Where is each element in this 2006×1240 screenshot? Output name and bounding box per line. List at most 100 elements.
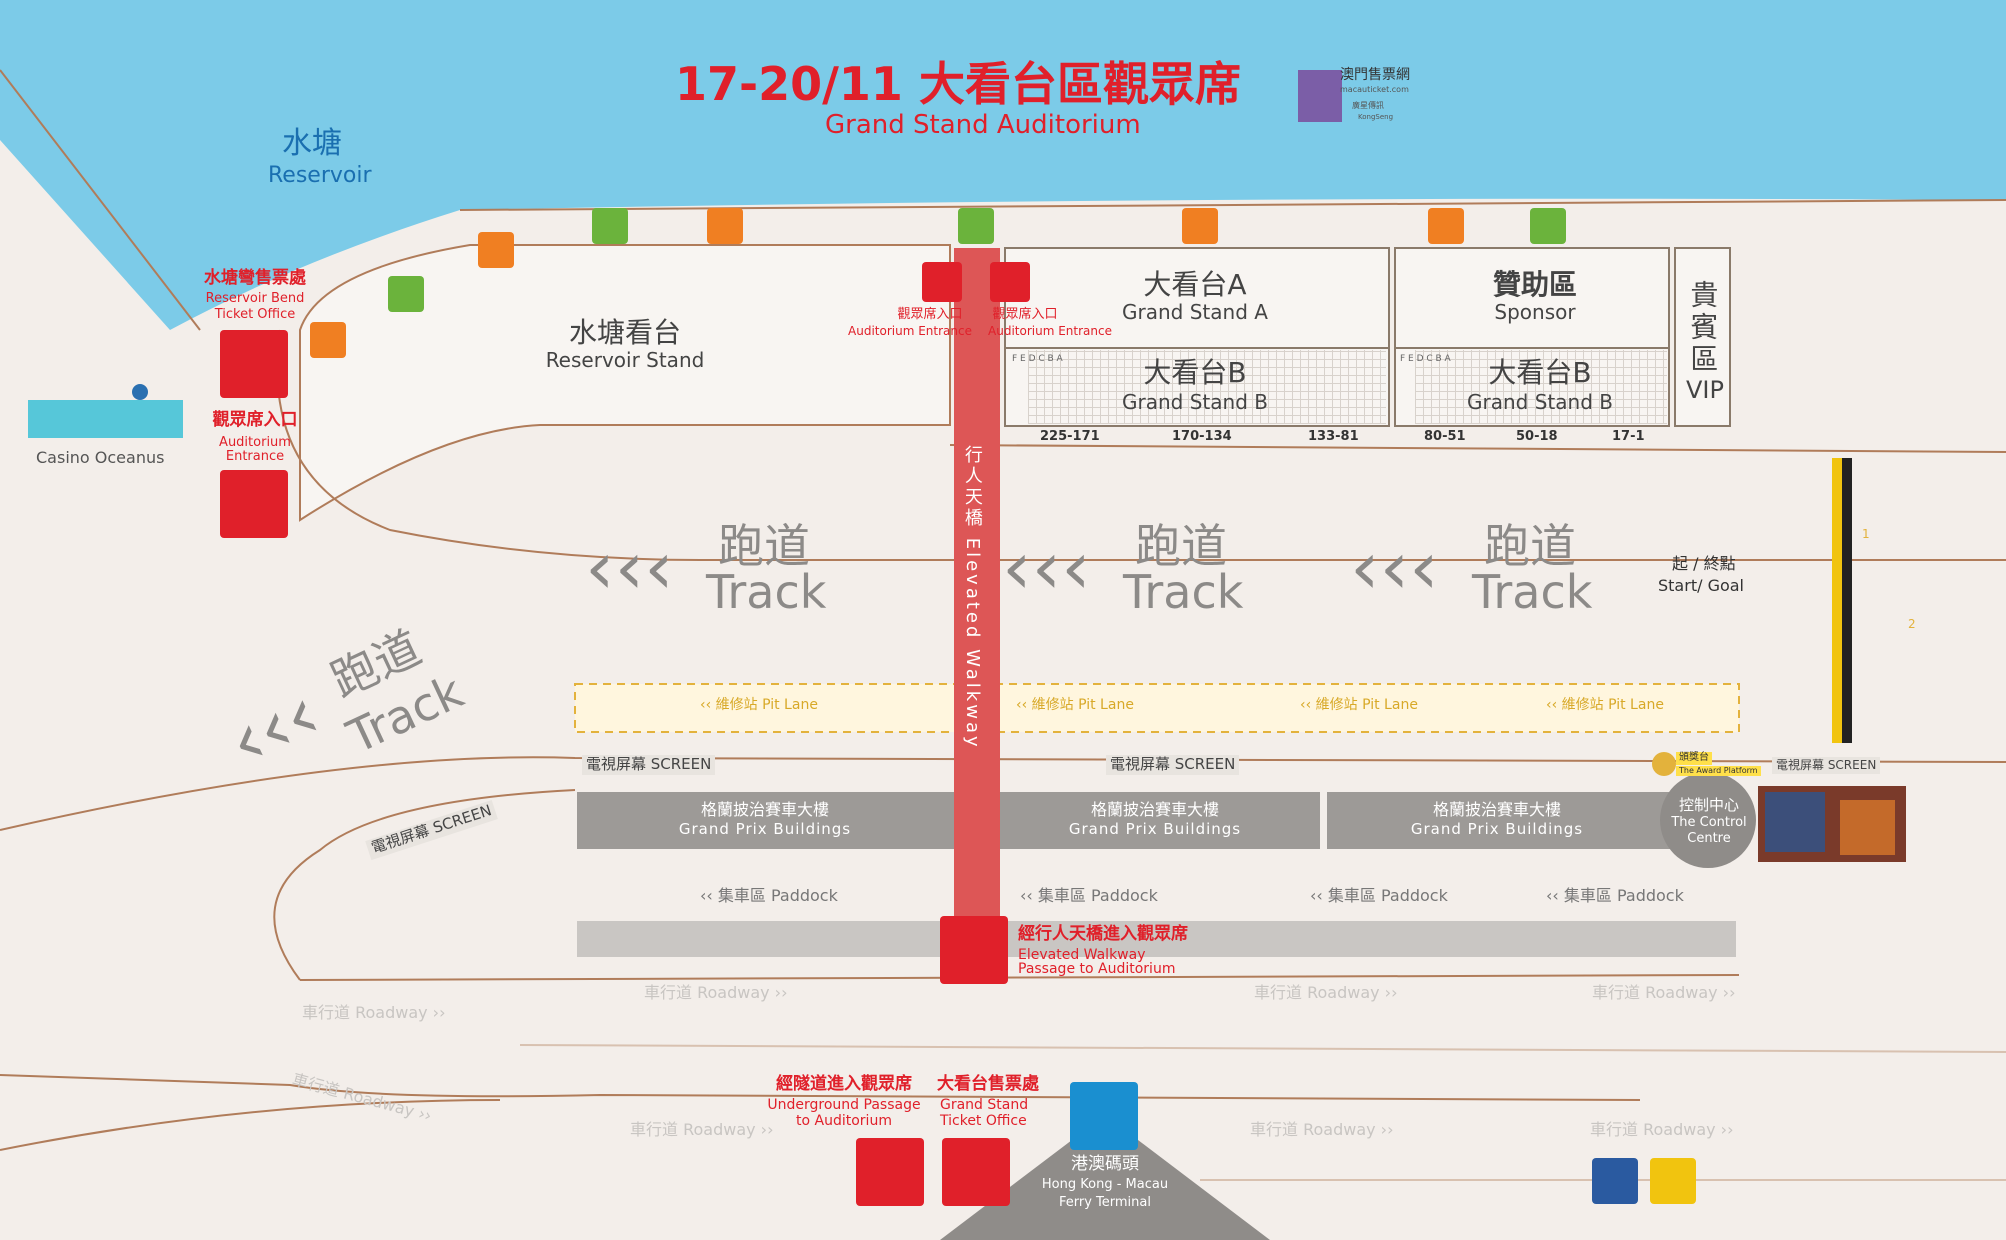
ferry-terminal-en2: Ferry Terminal — [1059, 1195, 1151, 1210]
underground-passage-en2: to Auditorium — [796, 1113, 892, 1129]
reservoir-water — [0, 0, 2006, 330]
underground-passage-icon[interactable] — [856, 1138, 924, 1206]
seat-section-4: 80-51 — [1424, 429, 1466, 444]
paddock-label: ‹‹ 集車區 Paddock — [1310, 886, 1448, 905]
tv-screen-label: 電視屏幕 SCREEN — [1106, 755, 1240, 775]
ferry-terminal-en1: Hong Kong - Macau — [1041, 1177, 1169, 1192]
grand-stand-b-cn: 大看台B — [1143, 356, 1247, 389]
brand-url: macauticket.com — [1340, 85, 1409, 94]
paddock-strip — [577, 921, 1736, 957]
grid-marker-2: 2 — [1908, 617, 1916, 631]
gp-building-cn: 格蘭披治賽車大樓 — [1090, 800, 1219, 819]
auditorium-entrance-en1: Auditorium — [219, 435, 291, 450]
pit-lane-label: ‹‹ 維修站 Pit Lane — [1546, 697, 1664, 713]
gp-building-cn: 格蘭披治賽車大樓 — [1432, 800, 1561, 819]
row-labels: F E D C B A — [1012, 354, 1063, 364]
reservoir-bend-ticket-cn: 水塘彎售票處 — [204, 268, 306, 288]
gp-building-en: Grand Prix Buildings — [678, 820, 852, 838]
grandstand-ticket-cn: 大看台售票處 — [937, 1074, 1039, 1094]
auditorium-entrance-en2: Entrance — [225, 449, 285, 464]
walkway-passage-icon[interactable] — [940, 916, 1008, 984]
bus-icon — [1592, 1158, 1638, 1204]
paddock-label: ‹‹ 集車區 Paddock — [700, 886, 838, 905]
elevated-walkway-label: 行人天橋 Elevated Walkway — [961, 445, 983, 750]
grand-stand-b-en: Grand Stand B — [1122, 390, 1268, 414]
vip-cn: 貴賓區 — [1686, 280, 1720, 376]
roadway-label: 車行道 Roadway ›› — [1250, 1120, 1394, 1139]
gp-building-2 — [1000, 792, 1320, 849]
food-icon — [310, 322, 346, 358]
tv-screen-label: 電視屏幕 SCREEN — [1772, 757, 1881, 774]
track-label-cn: 跑道 — [1135, 519, 1227, 573]
elevated-walkway — [954, 248, 1000, 973]
start-goal-cn: 起 / 終點 — [1672, 554, 1736, 573]
gp-building-en: Grand Prix Buildings — [1068, 820, 1242, 838]
track-label-cn: 跑道 — [718, 519, 810, 573]
roadway-label: 車行道 Roadway ›› — [630, 1120, 774, 1139]
reservoir-stand-block — [299, 244, 951, 522]
food-icon — [478, 232, 514, 268]
food-icon — [707, 208, 743, 244]
start-goal-en: Start/ Goal — [1658, 576, 1744, 595]
walkway-passage-en2: Passage to Auditorium — [1018, 961, 1176, 977]
row-labels-2: F E D C B A — [1400, 354, 1451, 364]
grid-marker-1: 1 — [1862, 527, 1870, 541]
map-title: 17-20/11 大看台區觀眾席 — [675, 57, 1241, 111]
reservoir-bend-ticket-en2: Ticket Office — [214, 307, 296, 322]
start-line — [1832, 458, 1852, 743]
award-platform-cn: 頒獎台 — [1676, 752, 1712, 765]
brand-sub: 廣星傳訊 — [1352, 101, 1384, 110]
grand-stand-a-cn: 大看台A — [1143, 268, 1247, 301]
auditorium-entrance-cn: 觀眾席入口 — [212, 410, 298, 430]
ferry-terminal-area — [940, 1115, 1270, 1240]
reservoir-bend-ticket-en1: Reservoir Bend — [205, 291, 305, 306]
pit-lane-label: ‹‹ 維修站 Pit Lane — [700, 697, 818, 713]
track-arrow-icon: ‹‹‹ — [1002, 525, 1091, 611]
gp-building-cn: 格蘭披治賽車大樓 — [700, 800, 829, 819]
pit-lane-box — [574, 683, 1740, 733]
auditorium-entrance-right-cn: 觀眾席入口 — [992, 307, 1058, 322]
reservoir-stand-cn: 水塘看台 — [568, 316, 681, 349]
ticket-office-icon[interactable] — [220, 330, 288, 398]
restroom-icon — [388, 276, 424, 312]
roadway-label: 車行道 Roadway ›› — [1254, 983, 1398, 1002]
ferry-icon[interactable] — [1070, 1082, 1138, 1150]
underground-passage-cn: 經隧道進入觀眾席 — [776, 1074, 912, 1094]
ferry-terminal-cn: 港澳碼頭 — [1071, 1154, 1139, 1174]
control-centre-cn: 控制中心 — [1678, 796, 1739, 814]
gp-building-1 — [577, 792, 955, 849]
seat-section-1: 225-171 — [1040, 429, 1100, 444]
control-centre-en2: Centre — [1687, 831, 1731, 846]
sponsor-cn: 贊助區 — [1492, 268, 1577, 301]
enter-arrow-icon[interactable] — [990, 262, 1030, 302]
control-centre-marker — [1660, 772, 1756, 868]
restroom-icon — [592, 208, 628, 244]
sponsor-en: Sponsor — [1494, 300, 1576, 324]
award-platform-en: The Award Platform — [1676, 766, 1761, 777]
underground-passage-en1: Underground Passage — [767, 1097, 921, 1113]
control-centre-en1: The Control — [1671, 815, 1747, 830]
roadway-label: 車行道 Roadway ›› — [302, 1003, 446, 1022]
seat-section-5: 50-18 — [1516, 429, 1558, 444]
vip-box — [1674, 247, 1731, 427]
brand-sub-en: KongSeng — [1358, 113, 1394, 121]
food-icon — [1428, 208, 1464, 244]
gp-building-en: Grand Prix Buildings — [1410, 820, 1584, 838]
entrance-door-icon[interactable] — [220, 470, 288, 538]
track-label-en: Track — [1123, 565, 1244, 619]
reservoir-label-en: Reservoir — [268, 163, 372, 188]
auditorium-entrance-left-en: Auditorium Entrance — [848, 324, 972, 338]
award-icon — [1652, 752, 1676, 776]
roadway-label: 車行道 Roadway ›› — [1592, 983, 1736, 1002]
pit-lane-label: ‹‹ 維修站 Pit Lane — [1300, 697, 1418, 713]
grand-stand-b2-cn: 大看台B — [1488, 356, 1592, 389]
track-label-cn: 跑道 — [1484, 519, 1576, 573]
casino-label: Casino Oceanus — [36, 448, 165, 467]
grandstand-ticket-en1: Grand Stand — [940, 1097, 1029, 1113]
exit-arrow-icon[interactable] — [922, 262, 962, 302]
tv-screen-label: 電視屏幕 SCREEN — [582, 755, 716, 775]
ticket-office-icon[interactable] — [942, 1138, 1010, 1206]
seat-section-3: 133-81 — [1308, 429, 1359, 444]
auditorium-entrance-left-cn: 觀眾席入口 — [897, 307, 963, 322]
track-arrow-icon: ‹‹‹ — [585, 525, 674, 611]
